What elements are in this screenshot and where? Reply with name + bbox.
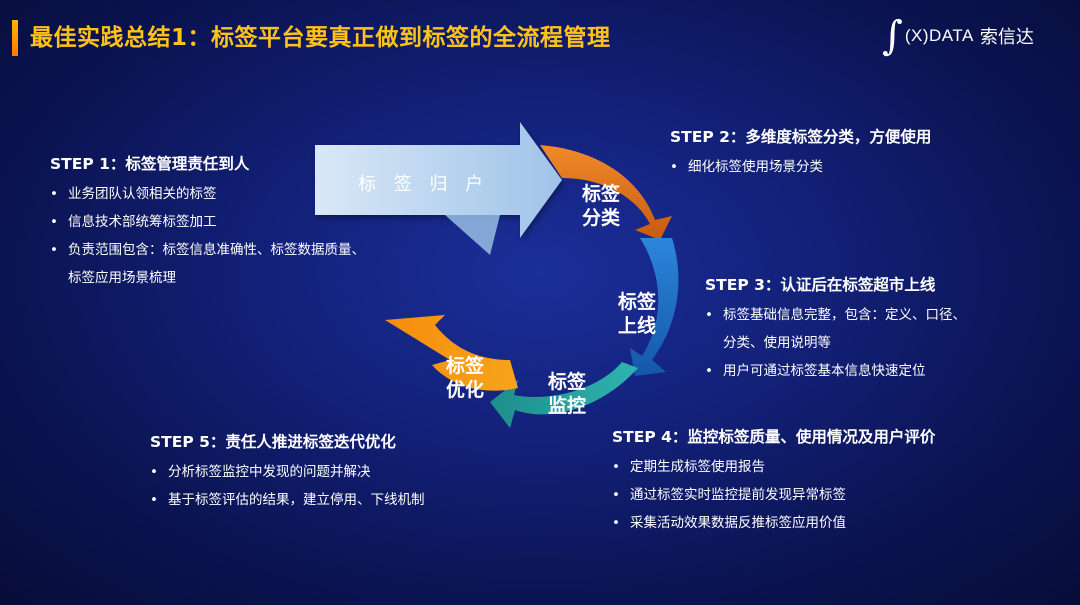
list-item-continuation: 标签应用场景梳理 (68, 270, 176, 286)
big-arrow-tail (445, 215, 500, 255)
tag-lifecycle-diagram: 标 签 归 户 标签 分类 标签 上线 标签 监控 标签 优化 (315, 122, 679, 428)
step-4-title: STEP 4：监控标签质量、使用情况及用户评价 (612, 428, 936, 446)
segment-monitor-label-1: 标签 (548, 370, 587, 393)
big-arrow-label: 标 签 归 户 (358, 174, 489, 195)
segment-optimize-label-2: 优化 (446, 378, 484, 401)
step-1-block: STEP 1：标签管理责任到人 业务团队认领相关的标签 信息技术部统筹标签加工 … (50, 152, 365, 292)
step-3-block: STEP 3：认证后在标签超市上线 标签基础信息完整，包含：定义、口径、分类、使… (705, 273, 966, 385)
step-5-title: STEP 5：责任人推进标签迭代优化 (150, 433, 396, 451)
segment-launch (630, 238, 679, 376)
integral-logo-icon: ∫ (882, 13, 903, 59)
step-2-title: STEP 2：多维度标签分类，方便使用 (670, 128, 932, 146)
step-1-list: 业务团队认领相关的标签 信息技术部统筹标签加工 负责范围包含：标签信息准确性、标… (50, 180, 365, 292)
list-item: 定期生成标签使用报告 (612, 453, 935, 481)
segment-classify (540, 145, 672, 240)
segment-classify-label-2: 分类 (582, 206, 620, 229)
logo-chinese: 索信达 (979, 27, 1034, 48)
list-item: 通过标签实时监控提前发现异常标签 (612, 481, 935, 509)
title-accent-bar (12, 20, 18, 56)
list-item: 标签基础信息完整，包含：定义、口径、分类、使用说明等 (705, 301, 966, 357)
segment-optimize-label-1: 标签 (446, 354, 485, 377)
segment-launch-label-1: 标签 (618, 290, 657, 313)
big-arrow-shape (315, 122, 562, 238)
list-item: 用户可通过标签基本信息快速定位 (705, 357, 966, 385)
step-5-list: 分析标签监控中发现的问题并解决 基于标签评估的结果，建立停用、下线机制 (150, 458, 425, 514)
step-2-block: STEP 2：多维度标签分类，方便使用 细化标签使用场景分类 (670, 125, 931, 181)
step-5-block: STEP 5：责任人推进标签迭代优化 分析标签监控中发现的问题并解决 基于标签评… (150, 430, 425, 514)
step-4-list: 定期生成标签使用报告 通过标签实时监控提前发现异常标签 采集活动效果数据反推标签… (612, 453, 935, 537)
logo-english: (X)DATA (904, 26, 974, 45)
segment-monitor (490, 362, 638, 428)
segment-launch-label-2: 上线 (618, 314, 656, 337)
segment-monitor-label-2: 监控 (548, 394, 586, 417)
list-item: 负责范围包含：标签信息准确性、标签数据质量、标签应用场景梳理 (50, 236, 365, 292)
list-item: 信息技术部统筹标签加工 (50, 208, 365, 236)
step-2-list: 细化标签使用场景分类 (670, 153, 931, 181)
list-item: 细化标签使用场景分类 (670, 153, 931, 181)
segment-optimize (385, 315, 518, 391)
list-item: 分析标签监控中发现的问题并解决 (150, 458, 425, 486)
step-1-title: STEP 1：标签管理责任到人 (50, 155, 250, 173)
list-item: 采集活动效果数据反推标签应用价值 (612, 509, 935, 537)
list-item: 业务团队认领相关的标签 (50, 180, 365, 208)
step-3-title: STEP 3：认证后在标签超市上线 (705, 276, 936, 294)
segment-classify-label-1: 标签 (582, 182, 621, 205)
page-title: 最佳实践总结1：标签平台要真正做到标签的全流程管理 (30, 25, 611, 51)
step-4-block: STEP 4：监控标签质量、使用情况及用户评价 定期生成标签使用报告 通过标签实… (612, 425, 935, 537)
list-item: 基于标签评估的结果，建立停用、下线机制 (150, 486, 425, 514)
step-3-list: 标签基础信息完整，包含：定义、口径、分类、使用说明等 用户可通过标签基本信息快速… (705, 301, 966, 385)
brand-logo: ∫ (X)DATA 索信达 (882, 14, 1034, 58)
list-item-continuation: 分类、使用说明等 (723, 335, 831, 351)
